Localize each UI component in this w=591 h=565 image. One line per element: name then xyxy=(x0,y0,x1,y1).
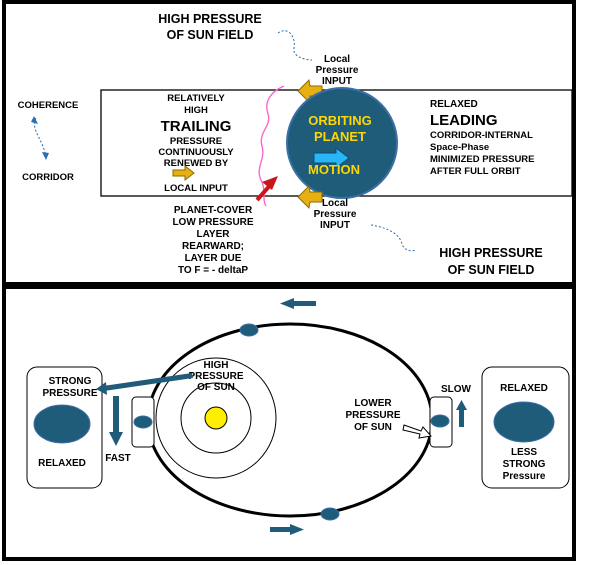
planet-cover-line3: LAYER xyxy=(197,229,231,240)
local-input-label: LOCAL INPUT xyxy=(164,183,228,194)
planet-on-orbit-bottom xyxy=(320,507,340,521)
orbiting-planet xyxy=(286,87,398,199)
less-strong-line3: Pressure xyxy=(503,471,546,482)
local-pressure-top-line1: Local xyxy=(324,54,350,65)
planet-on-orbit-top xyxy=(239,323,259,337)
corridor-label: CORRIDOR xyxy=(22,172,74,183)
trailing-post-line1: PRESSURE xyxy=(170,136,222,147)
fast-label: FAST xyxy=(105,453,131,464)
lower-pressure-line3: OF SUN xyxy=(354,422,392,433)
planet-cover-line6: TO F = - deltaP xyxy=(178,265,248,276)
slow-arrow xyxy=(456,400,467,427)
less-strong-line2: STRONG xyxy=(503,459,546,470)
local-pressure-bottom-line1: Local xyxy=(322,198,348,209)
planet-cover-line2: LOW PRESSURE xyxy=(172,217,253,228)
fast-arrow xyxy=(109,396,123,446)
motion-label: MOTION xyxy=(308,162,360,177)
leading-desc-line3: MINIMIZED PRESSURE xyxy=(430,154,535,165)
local-pressure-bottom-line2: Pressure xyxy=(314,209,357,220)
sun-outer-ring xyxy=(155,357,277,479)
leading-desc-line1: CORRIDOR-INTERNAL xyxy=(430,130,533,141)
sun xyxy=(204,406,228,430)
lower-pressure-line1: LOWER xyxy=(354,398,392,409)
coherence-label: COHERENCE xyxy=(18,100,79,111)
lower-pressure-line2: PRESSURE xyxy=(345,410,400,421)
relaxed-left-label: RELAXED xyxy=(38,458,86,469)
high-pressure-bottom-line1: HIGH PRESSURE xyxy=(439,246,543,260)
planet-right-small xyxy=(430,414,450,428)
planet-label-line2: PLANET xyxy=(314,129,366,144)
motion-arrow xyxy=(313,146,350,170)
high-pressure-bottom-line2: OF SUN FIELD xyxy=(448,263,535,277)
local-pressure-top-line3: INPUT xyxy=(322,76,352,87)
planet-cover-line4: REARWARD; xyxy=(182,241,244,252)
less-strong-line1: LESS xyxy=(511,447,537,458)
relaxed-right-label: RELAXED xyxy=(500,383,548,394)
trailing-title: TRAILING xyxy=(161,118,232,135)
trailing-post-line2: CONTINUOUSLY xyxy=(158,147,234,158)
leading-desc-line4: AFTER FULL ORBIT xyxy=(430,166,521,177)
planet-left xyxy=(33,404,91,444)
sun-inner-ring xyxy=(180,382,252,454)
high-pressure-top-line1: HIGH PRESSURE xyxy=(158,12,262,26)
leading-title: LEADING xyxy=(430,112,498,129)
slow-label: SLOW xyxy=(441,384,472,395)
local-input-arrow-left xyxy=(172,164,195,182)
strong-pressure-arrow xyxy=(96,373,193,395)
leading-desc-line2: Space-Phase xyxy=(430,142,489,153)
orbit-arrow-top xyxy=(280,298,316,309)
high-pressure-sun-line2: PRESSURE xyxy=(188,371,243,382)
local-input-arrow-bottom xyxy=(297,184,323,210)
local-pressure-bottom-line3: INPUT xyxy=(320,220,350,231)
planet-label-line1: ORBITING xyxy=(308,113,372,128)
orbit-arrow-bottom xyxy=(270,524,304,535)
local-pressure-top-line2: Pressure xyxy=(316,65,359,76)
high-pressure-sun-line1: HIGH xyxy=(204,360,229,371)
relaxed-label: RELAXED xyxy=(430,99,478,110)
lower-pressure-arrow xyxy=(402,424,432,439)
trailing-post-line3: RENEWED BY xyxy=(164,158,229,169)
planet-cover-line1: PLANET-COVER xyxy=(174,205,253,216)
planet-cover-line5: LAYER DUE xyxy=(185,253,242,264)
trailing-pre-line2: HIGH xyxy=(184,105,208,116)
high-pressure-sun-line3: OF SUN xyxy=(197,382,235,393)
trailing-pre-line1: RELATIVELY xyxy=(167,93,225,104)
planet-cover-arrow xyxy=(255,176,278,202)
strong-pressure-line1: STRONG xyxy=(49,376,92,387)
planet-left-small xyxy=(133,415,153,429)
planet-right xyxy=(493,401,555,443)
high-pressure-top-line2: OF SUN FIELD xyxy=(167,28,254,42)
top-dashed-curve xyxy=(277,30,313,61)
strong-pressure-line2: PRESSURE xyxy=(42,388,97,399)
